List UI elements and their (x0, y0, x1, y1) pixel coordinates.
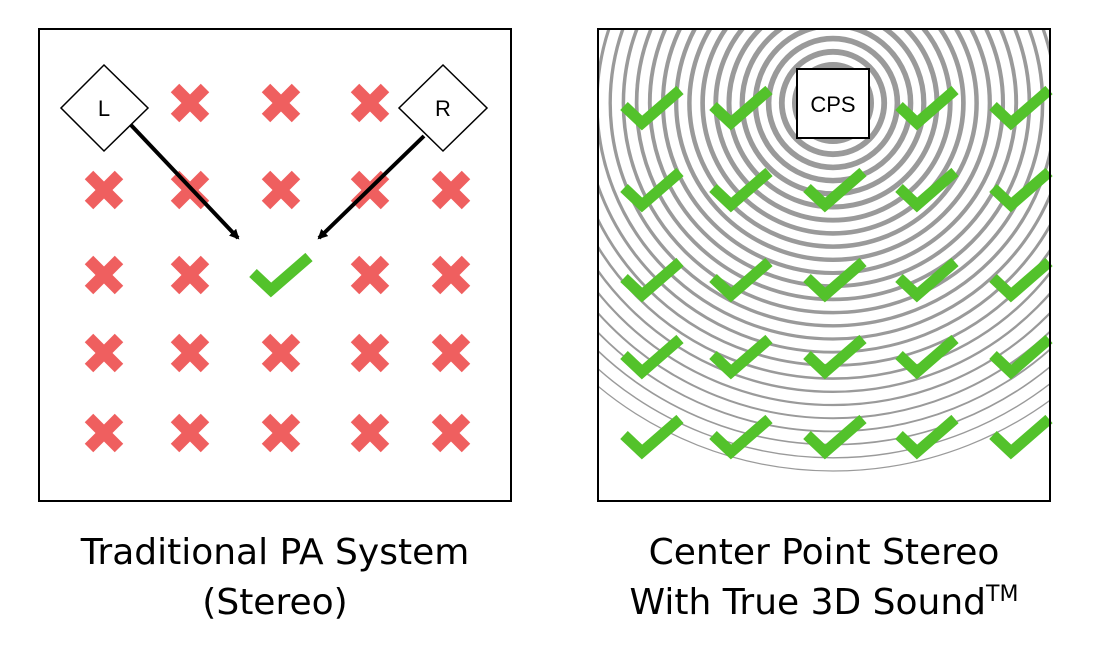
right-speaker-diamond (397, 63, 489, 153)
right-r2-c2-check-mark (709, 167, 773, 213)
left-speaker-arrow (128, 122, 240, 240)
sound-wave-ring (765, 35, 901, 171)
right-r3-c1-check-mark (620, 257, 684, 303)
left-r4-c2-x-mark (170, 333, 210, 373)
cps-source: CPS (796, 68, 870, 139)
sound-wave-ring (598, 181, 1050, 354)
right-r5-c4-check-mark (895, 414, 959, 460)
center-point-stereo-marks (620, 85, 1053, 460)
right-r2-c4-check-mark (895, 167, 959, 213)
right-speaker-label: R (435, 96, 451, 121)
sound-wave-ring (598, 244, 1050, 380)
right-r2-c3-check-mark (803, 167, 867, 213)
center-point-stereo-frame (597, 28, 1051, 502)
right-r4-c4-check-mark (895, 334, 959, 380)
left-r3-c2-x-mark (170, 255, 210, 295)
right-r2-c5-check-mark (989, 167, 1053, 213)
trademark-symbol: TM (986, 582, 1019, 607)
right-r2-c1-check-mark (620, 167, 684, 213)
left-r4-c4-x-mark (350, 333, 390, 373)
right-r1-c1-check-mark (620, 85, 684, 131)
left-r2-c5-x-mark (431, 170, 471, 210)
center-point-stereo-panel: CPS (597, 28, 1053, 502)
left-r5-c1-x-mark (84, 413, 124, 453)
sound-wave-ring (674, 29, 992, 262)
left-r5-c5-x-mark (431, 413, 471, 453)
cps-source-label: CPS (810, 92, 855, 117)
left-r1-c4-x-mark (350, 83, 390, 123)
left-r4-c5-x-mark (431, 333, 471, 373)
sound-wave-ring (598, 311, 1050, 420)
center-point-stereo-caption-line2: With True 3D Sound (629, 582, 987, 623)
left-r3-c1-x-mark (84, 255, 124, 295)
right-r3-c5-check-mark (989, 257, 1053, 303)
right-r5-c5-check-mark (989, 414, 1053, 460)
right-r3-c2-check-mark (709, 257, 773, 303)
sound-wave-ring (792, 62, 874, 144)
left-r1-c2-x-mark (170, 83, 210, 123)
right-speaker-arrow (317, 134, 426, 240)
left-r5-c4-x-mark (350, 413, 390, 453)
right-r4-c3-check-mark (803, 334, 867, 380)
left-r3-c5-x-mark (431, 255, 471, 295)
left-speaker: L (59, 63, 150, 153)
left-r5-c3-x-mark (261, 413, 301, 453)
left-r3-c3-check-mark (249, 252, 313, 298)
left-r3-c4-x-mark (350, 255, 390, 295)
right-r1-c2-check-mark (709, 85, 773, 131)
left-r2-c1-x-mark (84, 170, 124, 210)
left-r1-c3-x-mark (261, 83, 301, 123)
right-r5-c2-check-mark (709, 414, 773, 460)
sound-wave-ring (621, 29, 1045, 315)
sound-wave-ring (598, 331, 1050, 433)
center-point-stereo-caption-line1: Center Point Stereo (648, 532, 1000, 573)
right-speaker: R (397, 63, 489, 153)
sound-wave-ring (598, 367, 1050, 459)
sound-wave-ring (598, 290, 1050, 407)
sound-wave-ring (700, 29, 966, 236)
sound-wave-ring (598, 385, 1050, 472)
right-r1-c5-check-mark (989, 85, 1053, 131)
right-r4-c2-check-mark (709, 334, 773, 380)
cps-source-box (796, 68, 870, 139)
left-speaker-diamond (59, 63, 150, 153)
sound-wave-ring (608, 29, 1050, 328)
right-r4-c1-check-mark (620, 334, 684, 380)
left-r2-c3-x-mark (261, 170, 301, 210)
right-r5-c1-check-mark (620, 414, 684, 460)
center-point-stereo-caption: Center Point Stereo With True 3D SoundTM (574, 528, 1074, 628)
left-r4-c1-x-mark (84, 333, 124, 373)
right-r1-c4-check-mark (895, 85, 959, 131)
left-r5-c2-x-mark (170, 413, 210, 453)
left-r4-c3-x-mark (261, 333, 301, 373)
traditional-pa-panel: L R (38, 28, 512, 502)
sound-wave-ring (598, 29, 1050, 341)
traditional-pa-caption: Traditional PA System (Stereo) (39, 528, 511, 628)
traditional-pa-caption-line2: (Stereo) (202, 582, 348, 623)
sound-wave-ring (687, 29, 979, 249)
left-speaker-label: L (98, 96, 110, 121)
sound-wave-ring (713, 29, 953, 223)
sound-wave-ring (778, 48, 888, 158)
right-r3-c4-check-mark (895, 257, 959, 303)
right-r4-c5-check-mark (989, 334, 1053, 380)
right-r5-c3-check-mark (803, 414, 867, 460)
traditional-pa-caption-line1: Traditional PA System (80, 532, 470, 573)
sound-wave-ring (598, 268, 1050, 393)
right-r3-c3-check-mark (803, 257, 867, 303)
center-point-stereo-caption-line2-wrap: With True 3D SoundTM (574, 578, 1074, 628)
